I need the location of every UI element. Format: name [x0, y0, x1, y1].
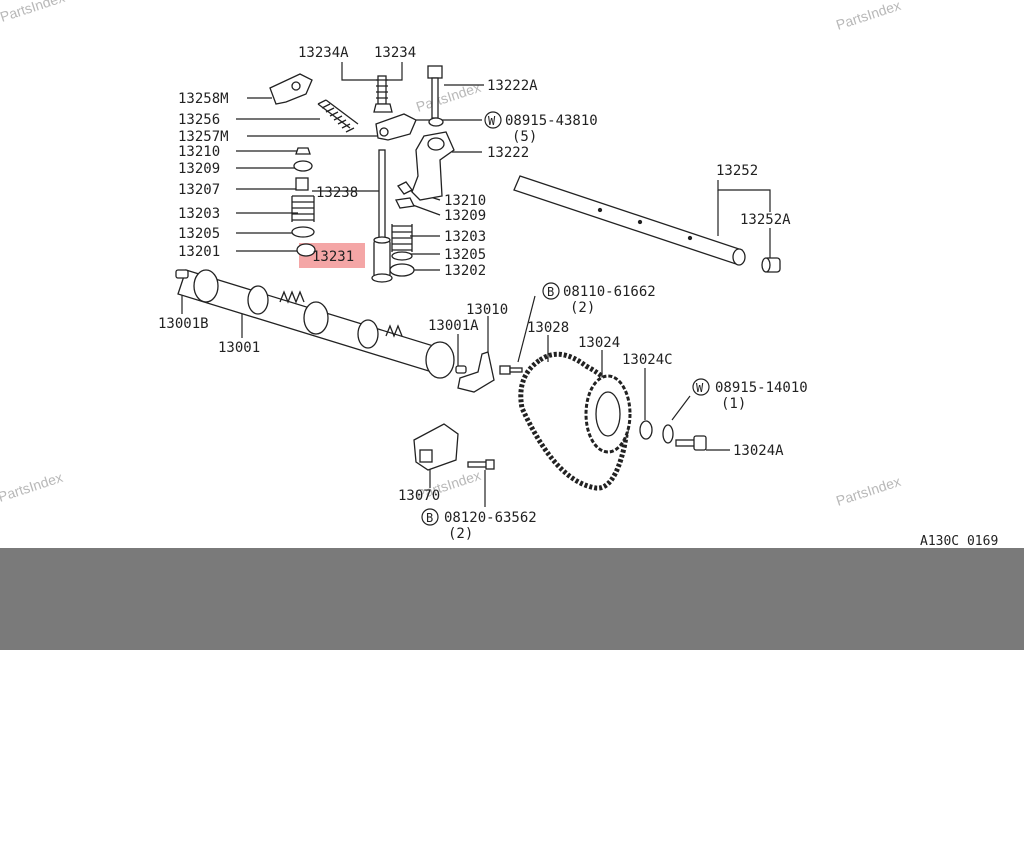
watermark-top-right: PartsIndex	[834, 0, 903, 33]
label-13001: 13001	[218, 340, 260, 356]
label-qty-1: (1)	[721, 396, 746, 412]
cam-sprocket-13024	[584, 374, 632, 454]
parts-drawings	[175, 65, 781, 491]
label-08915-43810: 08915-43810	[505, 113, 598, 129]
label-13010: 13010	[466, 302, 508, 318]
label-13203-right: 13203	[444, 229, 486, 245]
label-13203-left: 13203	[178, 206, 220, 222]
footer-brand-part-number: NISSAN INFINITI - 13231H1001	[118, 680, 676, 722]
label-13210-right: 13210	[444, 193, 486, 209]
marker-circles	[421, 111, 710, 526]
label-08915-14010: 08915-14010	[715, 380, 808, 396]
label-13028: 13028	[527, 320, 569, 336]
chain-tensioner-13070	[413, 423, 459, 471]
label-13234: 13234	[374, 45, 416, 61]
label-13202: 13202	[444, 263, 486, 279]
label-qty-2-bottom: (2)	[448, 526, 473, 542]
label-13209-left: 13209	[178, 161, 220, 177]
label-qty-2-top: (2)	[570, 300, 595, 316]
adjust-screw-13234	[373, 75, 393, 113]
label-13207: 13207	[178, 182, 220, 198]
valve-stack-right	[389, 181, 415, 277]
label-13222: 13222	[487, 145, 529, 161]
label-13001B: 13001B	[158, 316, 209, 332]
label-13209-right: 13209	[444, 208, 486, 224]
footer-catalog-number: N - 13231	[736, 782, 903, 824]
rocker-shaft-13252	[513, 175, 746, 266]
marker-b-1: B	[547, 285, 554, 299]
label-13252: 13252	[716, 163, 758, 179]
label-13231: 13231	[312, 249, 354, 265]
watermark-bottom-left: PartsIndex	[0, 469, 65, 505]
label-13258M: 13258M	[178, 91, 229, 107]
marker-w-2: W	[696, 381, 704, 395]
label-13024: 13024	[578, 335, 620, 351]
bolt-13222A	[427, 65, 444, 127]
label-13257M: 13257M	[178, 129, 229, 145]
bolt-08120-63562	[467, 459, 495, 470]
rocker-bracket-13222	[411, 131, 455, 201]
label-13205-left: 13205	[178, 226, 220, 242]
diagram-code: A130C 0169	[920, 534, 998, 548]
dowel-pin-13001B	[175, 269, 189, 279]
label-13252A: 13252A	[740, 212, 791, 228]
watermark-top-center: PartsIndex	[414, 79, 483, 115]
watermark-bottom-right: PartsIndex	[834, 473, 903, 509]
label-13238: 13238	[316, 185, 358, 201]
label-13024C: 13024C	[622, 352, 673, 368]
label-13201: 13201	[178, 244, 220, 260]
label-qty-5: (5)	[512, 129, 537, 145]
washer-08915-14010	[662, 424, 674, 444]
label-13001A: 13001A	[428, 318, 479, 334]
label-08120-63562: 08120-63562	[444, 510, 537, 526]
shaft-plug-13252A	[761, 257, 781, 273]
part-number-footer: NISSAN INFINITI - 13231H1001 N - 13231	[0, 548, 1024, 824]
label-13222A: 13222A	[487, 78, 538, 94]
pin-13001A	[455, 365, 467, 374]
label-13234A: 13234A	[298, 45, 349, 61]
label-13205-right: 13205	[444, 247, 486, 263]
marker-w-1: W	[488, 114, 496, 128]
label-08110-61662: 08110-61662	[563, 284, 656, 300]
valve-lifter-13231	[371, 236, 393, 283]
timing-chain-13028	[518, 351, 629, 491]
label-13024A: 13024A	[733, 443, 784, 459]
label-13256: 13256	[178, 112, 220, 128]
rocker-spring-13256	[317, 99, 359, 133]
label-13070: 13070	[398, 488, 440, 504]
rocker-arm-13258M	[269, 73, 313, 105]
camshaft-13001	[177, 269, 455, 379]
parts-diagram: PartsIndex PartsIndex PartsIndex PartsIn…	[0, 0, 998, 548]
cam-bolt-13024A	[675, 435, 707, 451]
thrust-plate-13010	[457, 351, 495, 393]
valve-stack-left	[291, 147, 316, 257]
bolt-08110-61662	[499, 365, 523, 375]
marker-b-2: B	[426, 511, 433, 525]
label-13210-left: 13210	[178, 144, 220, 160]
watermark-top-left: PartsIndex	[0, 0, 67, 25]
part-labels: 13234A 13234 13222A 13258M 08915-43810 (…	[158, 45, 998, 548]
washer-13024C	[639, 420, 653, 440]
marker-letters: W B W B	[426, 114, 704, 525]
